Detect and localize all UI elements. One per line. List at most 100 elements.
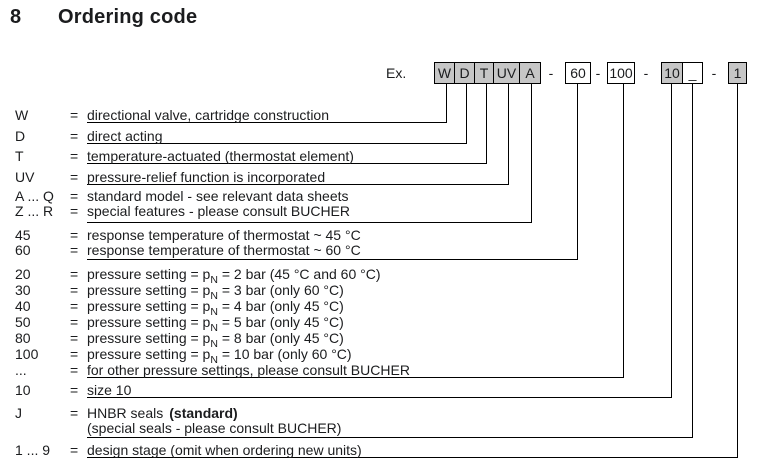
code-label: 100 (15, 346, 39, 362)
equals-sign: = (70, 405, 79, 421)
connector-h-uv (87, 184, 509, 185)
description: temperature-actuated (thermostat element… (87, 148, 354, 164)
description: pressure setting = pN = 3 bar (only 60 °… (87, 282, 344, 301)
description: for other pressure settings, please cons… (87, 362, 410, 378)
connector-h-t (87, 163, 487, 164)
connector-h-size (87, 397, 672, 398)
code-label: J (15, 405, 22, 421)
equals-sign: = (70, 314, 79, 330)
code-box-d: D (454, 62, 475, 84)
desc-pre: pressure setting = p (87, 266, 211, 282)
description: response temperature of thermostat ~ 60 … (87, 242, 361, 258)
equals-sign: = (70, 346, 79, 362)
code-box-seal: _ (682, 62, 703, 84)
desc-bold: (standard) (169, 405, 238, 421)
example-label: Ex. (386, 65, 407, 81)
desc-post: = 10 bar (only 60 °C) (217, 346, 352, 362)
connector-h-seal (87, 437, 693, 438)
equals-sign: = (70, 227, 79, 243)
description: pressure setting = pN = 8 bar (only 45 °… (87, 330, 344, 349)
subscript-n: N (210, 353, 218, 366)
equals-sign: = (70, 188, 79, 204)
connector-h-d (87, 143, 467, 144)
connector-h-temp (87, 259, 578, 260)
code-box-pressure: 100 (607, 62, 635, 84)
code-box-t: T (474, 62, 494, 84)
equals-sign: = (70, 203, 79, 219)
code-label: 50 (15, 314, 31, 330)
description: pressure setting = pN = 5 bar (only 45 °… (87, 314, 344, 333)
connector-h-design (87, 457, 738, 458)
connector-v-seal (692, 84, 693, 438)
equals-sign: = (70, 298, 79, 314)
dash-separator: - (711, 65, 717, 81)
code-box-uv: UV (493, 62, 520, 84)
description: standard model - see relevant data sheet… (87, 188, 349, 204)
code-box-temp: 60 (565, 62, 591, 84)
subscript-n: N (210, 273, 218, 286)
code-box-model: A (519, 62, 541, 84)
description: (special seals - please consult BUCHER) (87, 420, 342, 436)
desc-post: = 3 bar (only 60 °C) (217, 282, 344, 298)
connector-h-pressure (87, 377, 624, 378)
desc-pre: HNBR seals (87, 405, 164, 421)
dash-separator: - (595, 65, 601, 81)
equals-sign: = (70, 242, 79, 258)
description: pressure setting = pN = 10 bar (only 60 … (87, 346, 352, 365)
code-box-w: W (434, 62, 455, 84)
connector-v-temp (577, 84, 578, 260)
connector-v-d (466, 84, 467, 144)
desc-post: = 4 bar (only 45 °C) (217, 298, 344, 314)
description: response temperature of thermostat ~ 45 … (87, 227, 361, 243)
code-label: 40 (15, 298, 31, 314)
code-label: Z ... R (15, 203, 54, 219)
code-label: 80 (15, 330, 31, 346)
connector-v-pressure (623, 84, 624, 378)
subscript-n: N (210, 321, 218, 334)
code-label: 1 ... 9 (15, 442, 51, 458)
code-label: 10 (15, 382, 31, 398)
description: design stage (omit when ordering new uni… (87, 442, 362, 458)
code-label: A ... Q (15, 188, 54, 204)
desc-post: = 5 bar (only 45 °C) (217, 314, 344, 330)
equals-sign: = (70, 169, 79, 185)
description: special features - please consult BUCHER (87, 203, 351, 219)
connector-v-t (486, 84, 487, 164)
code-label: 60 (15, 242, 31, 258)
section-number: 8 (10, 6, 22, 28)
description: pressure-relief function is incorporated (87, 169, 326, 185)
description: size 10 (87, 382, 132, 398)
dash-separator: - (548, 65, 554, 81)
equals-sign: = (70, 362, 79, 378)
page-title: Ordering code (58, 6, 198, 28)
desc-pre: pressure setting = p (87, 346, 211, 362)
desc-pre: pressure setting = p (87, 314, 211, 330)
equals-sign: = (70, 128, 79, 144)
desc-post: = 2 bar (45 °C and 60 °C) (217, 266, 381, 282)
code-label: T (15, 148, 24, 164)
connector-h-w (87, 122, 447, 123)
code-label: 45 (15, 227, 31, 243)
code-box-design: 1 (728, 62, 747, 84)
subscript-n: N (210, 289, 218, 302)
equals-sign: = (70, 442, 79, 458)
desc-pre: pressure setting = p (87, 330, 211, 346)
code-label: ... (15, 362, 27, 378)
code-label: D (15, 128, 26, 144)
description: directional valve, cartridge constructio… (87, 107, 330, 123)
equals-sign: = (70, 148, 79, 164)
code-label: UV (15, 169, 35, 185)
desc-post: = 8 bar (only 45 °C) (217, 330, 344, 346)
connector-v-uv (508, 84, 509, 185)
dash-separator: - (643, 65, 649, 81)
connector-h-model (87, 222, 532, 223)
description: pressure setting = pN = 4 bar (only 45 °… (87, 298, 344, 317)
description: HNBR seals (standard) (87, 405, 238, 421)
code-label: 20 (15, 266, 31, 282)
code-label: 30 (15, 282, 31, 298)
equals-sign: = (70, 266, 79, 282)
equals-sign: = (70, 382, 79, 398)
subscript-n: N (210, 305, 218, 318)
desc-pre: pressure setting = p (87, 298, 211, 314)
equals-sign: = (70, 330, 79, 346)
